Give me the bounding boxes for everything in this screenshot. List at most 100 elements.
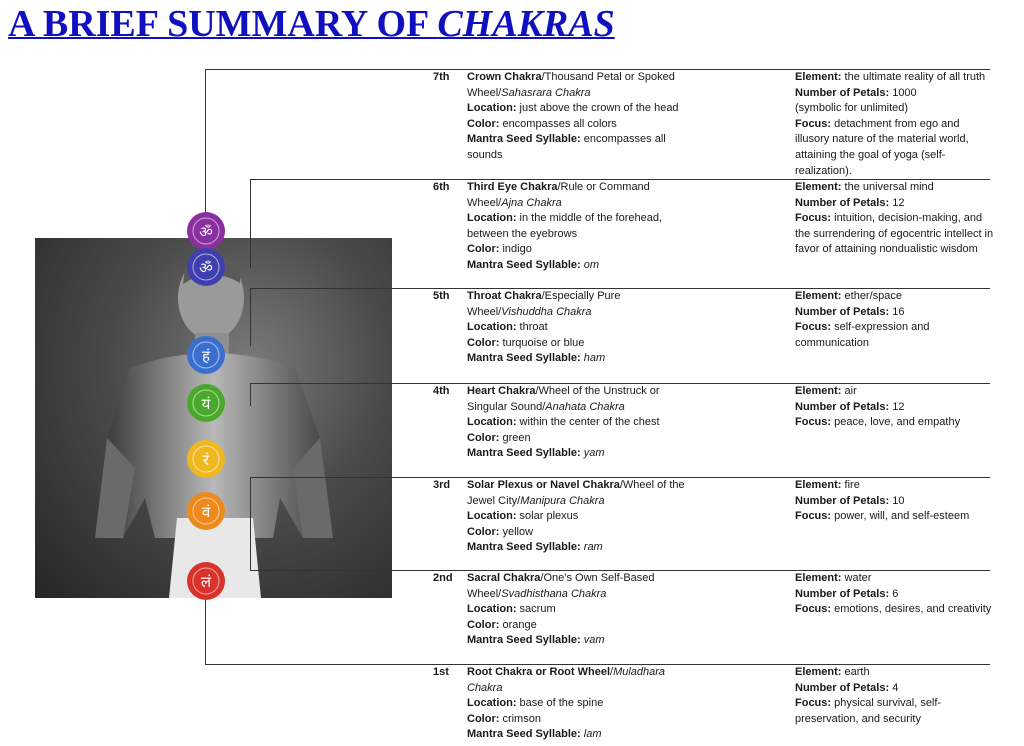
location-value: solar plexus: [516, 510, 579, 523]
mantra-value: lam: [580, 728, 602, 741]
mantra-label: Mantra Seed Syllable:: [467, 447, 581, 460]
petals-label: Number of Petals:: [795, 587, 890, 600]
svg-text:रं: रं: [203, 451, 210, 469]
title-main: A BRIEF SUMMARY OF: [8, 3, 438, 45]
color-value: crimson: [499, 712, 541, 725]
chakra-info: Element: ether/space Number of Petals: 1…: [795, 289, 995, 351]
divider-5th: [430, 288, 990, 289]
location-value: base of the spine: [516, 697, 604, 710]
chakra-description: Sacral Chakra/One’s Own Self-Based Wheel…: [467, 571, 692, 649]
location-label: Location:: [467, 510, 517, 523]
svg-text:हं: हं: [202, 347, 211, 365]
chakra-info: Element: the ultimate reality of all tru…: [795, 70, 995, 179]
chakra-sanskrit-name: Vishuddha Chakra: [501, 305, 592, 318]
chakra-name-suffix: /One’s Own Self-Based Wheel/: [467, 572, 655, 600]
focus-value: power, will, and self-esteem: [831, 510, 970, 523]
petals-value: 4: [889, 681, 899, 694]
color-label: Color:: [467, 712, 500, 725]
page-title: A BRIEF SUMMARY OF CHAKRAS: [8, 2, 615, 46]
location-label: Location:: [467, 321, 517, 334]
chakra-name-suffix: /Rule or Command Wheel/: [467, 181, 650, 209]
element-label: Element:: [795, 666, 842, 678]
chakra-description: Solar Plexus or Navel Chakra/Wheel of th…: [467, 478, 692, 556]
third-eye-chakra-symbol-icon: ॐ: [187, 248, 225, 286]
mantra-label: Mantra Seed Syllable:: [467, 728, 581, 741]
element-label: Element:: [795, 479, 842, 491]
color-value: turquoise or blue: [499, 336, 585, 349]
connector-line-5th: [250, 288, 431, 346]
connector-line-2nd: [250, 505, 431, 571]
chakra-name-suffix: /Thousand Petal or Spoked Wheel/: [467, 71, 675, 99]
element-value: fire: [841, 479, 860, 491]
petals-value: 12: [889, 196, 905, 209]
crown-chakra-symbol-icon: ॐ: [187, 212, 225, 250]
petals-value: 10: [889, 494, 905, 507]
petals-label: Number of Petals:: [795, 400, 890, 413]
petals-label: Number of Petals:: [795, 305, 890, 318]
chakra-sanskrit-name: Sahasrara Chakra: [501, 86, 591, 99]
element-label: Element:: [795, 290, 842, 302]
chakra-info: Element: air Number of Petals: 12 Focus:…: [795, 384, 995, 431]
chakra-sanskrit-name: Manipura Chakra: [520, 494, 605, 507]
divider-3rd: [430, 477, 990, 478]
chakra-name-suffix: /: [610, 666, 614, 678]
meditation-figure-photo: [35, 238, 392, 598]
divider-4th: [430, 383, 990, 384]
chakra-name: Root Chakra or Root Wheel: [467, 666, 611, 678]
chakra-name: Heart Chakra: [467, 385, 536, 397]
chakra-sanskrit-name: Anahata Chakra: [545, 400, 625, 413]
element-label: Element:: [795, 71, 842, 83]
chakra-name: Crown Chakra: [467, 71, 542, 83]
mantra-value: encompasses all sounds: [467, 133, 666, 161]
mantra-label: Mantra Seed Syllable:: [467, 352, 581, 365]
mantra-label: Mantra Seed Syllable:: [467, 258, 581, 271]
mantra-label: Mantra Seed Syllable:: [467, 541, 581, 554]
color-value: yellow: [499, 525, 534, 538]
connector-line-6th: [250, 179, 431, 268]
chakra-ordinal: 3rd: [433, 479, 451, 491]
chakra-sanskrit-name: Ajna Chakra: [501, 196, 562, 209]
connector-line-1st: [205, 600, 431, 665]
solar-plexus-chakra-symbol-icon: रं: [187, 440, 225, 478]
svg-text:वं: वं: [202, 503, 211, 521]
chakra-description: Root Chakra or Root Wheel/Muladhara Chak…: [467, 665, 692, 743]
location-value: just above the crown of the head: [516, 102, 679, 115]
mantra-value: vam: [580, 634, 605, 647]
color-value: orange: [499, 618, 537, 631]
chakra-description: Third Eye Chakra/Rule or Command Wheel/A…: [467, 180, 692, 274]
location-value: throat: [516, 321, 548, 334]
focus-label: Focus:: [795, 212, 832, 225]
chakra-name-suffix: /Wheel of the Unstruck or Singular Sound…: [467, 385, 660, 413]
focus-value: physical survival, self-preservation, an…: [795, 697, 942, 725]
element-value: the ultimate reality of all truth: [841, 71, 986, 83]
color-label: Color:: [467, 243, 500, 256]
chakra-name-suffix: /Especially Pure Wheel/: [467, 290, 621, 318]
location-label: Location:: [467, 102, 517, 115]
element-value: water: [841, 572, 872, 584]
mantra-label: Mantra Seed Syllable:: [467, 133, 581, 146]
focus-label: Focus:: [795, 697, 832, 710]
chakra-info: Element: earth Number of Petals: 4 Focus…: [795, 665, 995, 727]
chakra-name: Third Eye Chakra: [467, 181, 558, 193]
color-label: Color:: [467, 336, 500, 349]
throat-chakra-symbol-icon: हं: [187, 336, 225, 374]
chakra-info: Element: the universal mind Number of Pe…: [795, 180, 995, 258]
focus-value: detachment from ego and illusory nature …: [795, 117, 969, 177]
element-label: Element:: [795, 181, 842, 193]
location-value: sacrum: [516, 603, 556, 616]
mantra-value: yam: [580, 447, 605, 460]
connector-line-7th: [205, 69, 431, 220]
focus-value: emotions, desires, and creativity: [831, 603, 992, 616]
chakra-ordinal: 4th: [433, 385, 450, 397]
chakra-ordinal: 2nd: [433, 572, 453, 584]
chakra-description: Crown Chakra/Thousand Petal or Spoked Wh…: [467, 70, 692, 164]
divider-6th: [430, 179, 990, 180]
heart-chakra-symbol-icon: यं: [187, 384, 225, 422]
location-label: Location:: [467, 416, 517, 429]
element-value: ether/space: [841, 290, 903, 302]
mantra-value: ham: [580, 352, 606, 365]
petals-label: Number of Petals:: [795, 494, 890, 507]
element-value: air: [841, 385, 857, 397]
divider-1st: [430, 664, 990, 665]
mantra-label: Mantra Seed Syllable:: [467, 634, 581, 647]
